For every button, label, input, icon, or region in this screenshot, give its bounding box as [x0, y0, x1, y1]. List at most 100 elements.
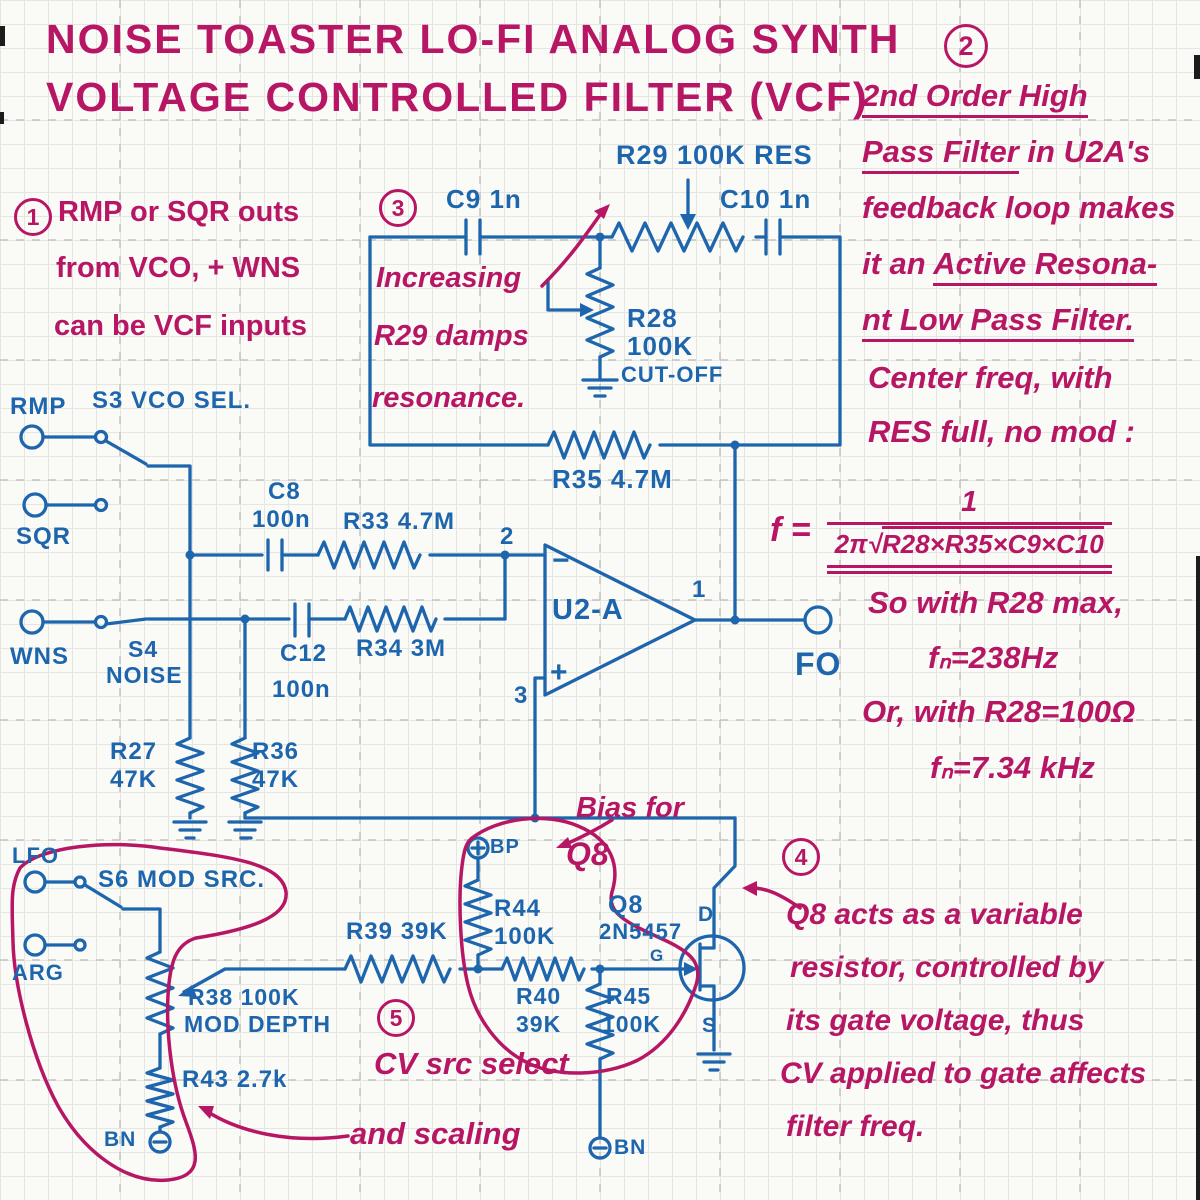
label-q8-drain: D: [698, 903, 715, 926]
note2-line4b: Active Resona-: [933, 246, 1158, 286]
note2-line4a: it an: [862, 246, 934, 281]
label-fo: FO: [795, 646, 842, 682]
arrow-increasing-r29: [540, 204, 610, 288]
label-q8-gate: G: [650, 946, 665, 965]
label-c12-value: 100n: [272, 676, 331, 703]
blob-bias-network: [458, 816, 700, 1075]
terminal-arg: [23, 933, 87, 957]
label-r45-ref: R45: [606, 983, 652, 1009]
potentiometer-r28: [546, 235, 615, 380]
terminal-rmp: [19, 424, 45, 450]
resistor-r27: [175, 736, 205, 820]
label-opamp-pin3: 3: [514, 682, 529, 709]
label-q8-source: S: [702, 1014, 718, 1037]
terminal-lfo: [23, 870, 47, 894]
ground-r27: [172, 820, 208, 840]
label-c9: C9 1n: [446, 184, 522, 214]
label-bp: BP: [490, 836, 520, 858]
label-wns: WNS: [10, 643, 69, 670]
note2-line3: feedback loop makes: [862, 190, 1176, 225]
rail-to-q8: [243, 816, 737, 950]
label-rmp: RMP: [10, 393, 67, 420]
potentiometer-r38: [145, 950, 347, 1070]
opamp-u2a: [533, 543, 807, 820]
label-r29: R29 100K RES: [616, 140, 813, 170]
label-r36-ref: R36: [252, 738, 300, 765]
switch-s3: [41, 429, 192, 740]
label-s6: S6 MOD SRC.: [98, 866, 266, 893]
label-opamp-pin2: 2: [500, 523, 515, 550]
terminal-bn-right: [588, 1136, 612, 1160]
note4-line3: its gate voltage, thus: [786, 1004, 1085, 1037]
note2b-line3: Or, with R28=100Ω: [862, 694, 1136, 729]
bias-note-line1: Bias for: [576, 792, 684, 824]
label-q8-part: 2N5457: [599, 919, 683, 944]
label-s3: S3 VCO SEL.: [92, 387, 252, 414]
label-lfo: LFO: [12, 843, 59, 868]
terminal-sqr: [22, 492, 109, 518]
capacitor-c10: [764, 218, 782, 256]
arrow-note4-to-q8: [742, 881, 802, 910]
label-bn-left: BN: [104, 1128, 137, 1151]
label-r40-ref: R40: [516, 983, 562, 1009]
note-badge-2: 2: [944, 24, 988, 68]
note1-line3: can be VCF inputs: [54, 310, 307, 342]
arrow-scaling-to-r43: [198, 1106, 350, 1141]
label-c12-ref: C12: [280, 640, 328, 667]
capacitor-c12: [293, 602, 347, 638]
label-opamp-pin1: 1: [692, 576, 707, 603]
note4-line5: filter freq.: [786, 1110, 925, 1143]
resistor-r40: [500, 956, 686, 982]
label-c10: C10 1n: [720, 184, 812, 214]
note4-line1: Q8 acts as a variable: [786, 898, 1083, 931]
label-r27-ref: R27: [110, 738, 158, 765]
note3-line3: resonance.: [372, 382, 526, 414]
ground-r36: [227, 820, 263, 840]
page-title-line2: VOLTAGE CONTROLLED FILTER (VCF): [46, 74, 869, 120]
note2-line7: RES full, no mod :: [868, 414, 1135, 449]
ground-r28: [581, 378, 619, 398]
note2-line6: Center freq, with: [868, 360, 1113, 395]
note1-line1: RMP or SQR outs: [58, 196, 300, 228]
note2-line5: nt Low Pass Filter.: [862, 302, 1135, 342]
resistor-r35: [546, 430, 652, 460]
note4-line4: CV applied to gate affects: [780, 1057, 1147, 1090]
potentiometer-r29: [610, 178, 745, 253]
label-r33: R33 4.7M: [343, 508, 456, 535]
label-r45-value: 100K: [602, 1011, 661, 1037]
note2-line5-text: nt Low Pass Filter.: [862, 302, 1135, 342]
note3-line2: R29 damps: [374, 320, 529, 352]
note-badge-4: 4: [782, 838, 820, 876]
label-r27-value: 47K: [110, 766, 158, 793]
resistor-r43: [145, 1066, 175, 1134]
label-r38-function: MOD DEPTH: [184, 1011, 331, 1037]
label-bn-right: BN: [614, 1136, 647, 1159]
note5-line1: CV src select: [374, 1046, 569, 1081]
label-c8-ref: C8: [268, 478, 301, 505]
junction-dots: [185, 232, 740, 974]
formula-fraction: 1 2π√R28×R35×C9×C10: [826, 486, 1112, 574]
capacitor-c9: [464, 218, 482, 256]
note2-line4: it an Active Resona-: [862, 246, 1158, 286]
label-s4-function: NOISE: [106, 662, 183, 688]
formula-denominator: 2π√R28×R35×C9×C10: [826, 522, 1112, 574]
label-r34: R34 3M: [356, 635, 447, 662]
page-edge-marks: [0, 26, 1200, 1200]
switch-s6: [43, 875, 162, 954]
note2-line2b: in U2A's: [1018, 134, 1151, 169]
switch-s4: [41, 614, 291, 740]
label-sqr: SQR: [16, 523, 72, 550]
page-title-line1: NOISE TOASTER LO-FI ANALOG SYNTH: [46, 16, 901, 62]
terminal-wns: [19, 609, 45, 635]
formula-den-prefix: 2π√: [834, 529, 882, 559]
blob-mod-source: [10, 842, 288, 1183]
note3-line1: Increasing: [376, 262, 522, 294]
resistor-r44: [463, 856, 493, 971]
opamp-noninverting-input-sign: +: [550, 656, 569, 689]
label-r43: R43 2.7k: [182, 1066, 288, 1093]
note5-line2: and scaling: [350, 1116, 521, 1151]
feedback-wires: [368, 235, 842, 622]
label-s4-ref: S4: [128, 636, 159, 662]
